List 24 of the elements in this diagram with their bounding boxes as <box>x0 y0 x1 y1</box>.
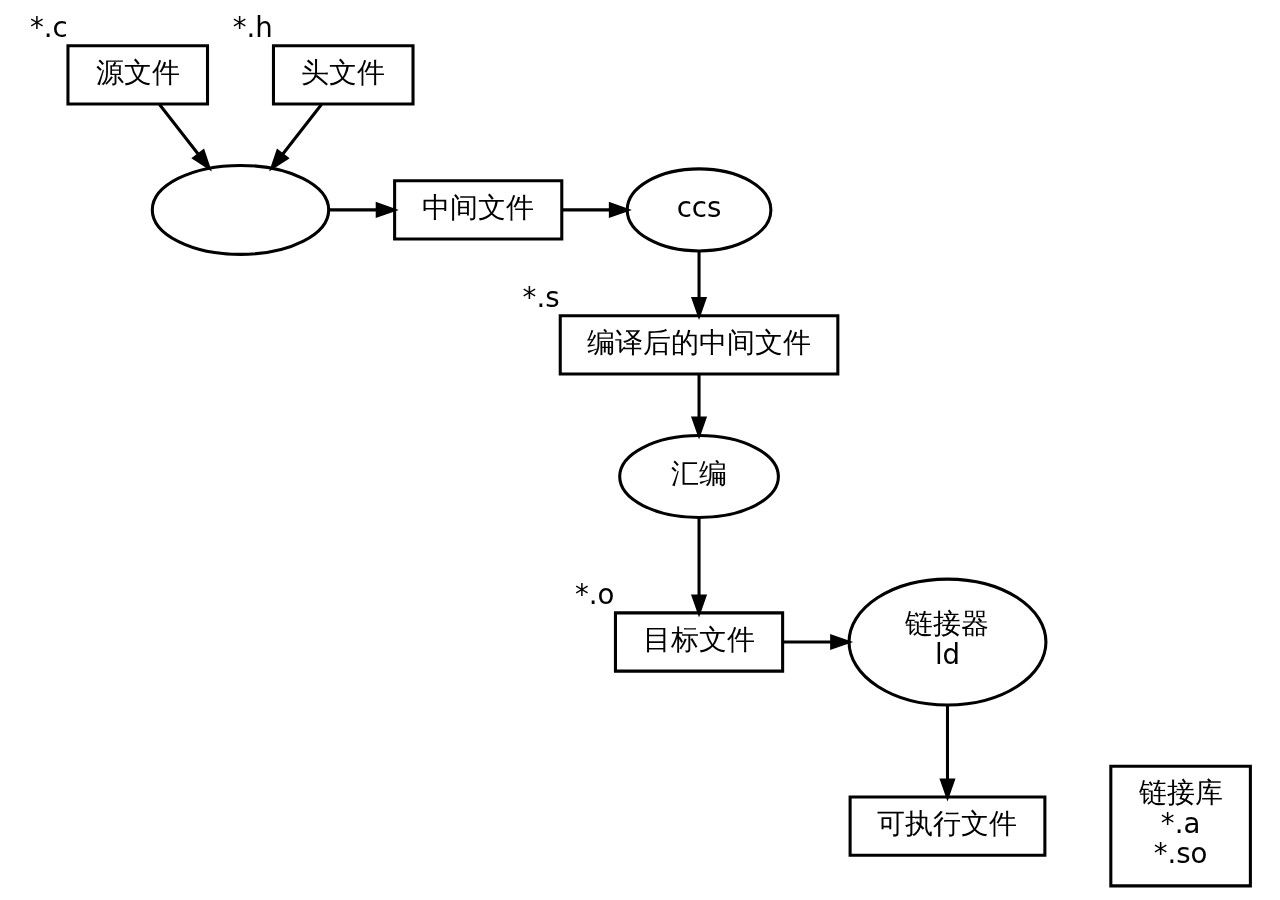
arrow <box>328 201 399 218</box>
node-ellipse <box>150 163 331 256</box>
node-ellipse: 汇编 <box>618 433 780 519</box>
node-box: 编译后的中间文件 <box>558 313 840 376</box>
node-box: 中间文件 <box>393 178 564 241</box>
node-ellipse: 链接器 ld <box>847 577 1048 706</box>
node-box: 源文件 <box>66 43 210 106</box>
node-box: 目标文件 <box>613 610 785 673</box>
arrow <box>783 633 854 650</box>
node-box: 可执行文件 <box>848 794 1047 857</box>
node-ellipse: ccs <box>625 166 773 252</box>
arrow <box>158 103 212 172</box>
node-box: 头文件 <box>271 43 415 106</box>
arrow <box>690 517 708 617</box>
node-label: *.s <box>522 280 560 314</box>
node-label: *.c <box>29 10 68 44</box>
arrow <box>939 704 956 802</box>
node-box: 链接库 *.a *.so <box>1109 764 1252 887</box>
arrow <box>690 251 708 320</box>
node-label: *.o <box>575 577 615 611</box>
arrow <box>561 201 632 218</box>
arrow <box>269 103 323 172</box>
arrow <box>690 373 708 440</box>
node-label: *.h <box>232 10 273 44</box>
